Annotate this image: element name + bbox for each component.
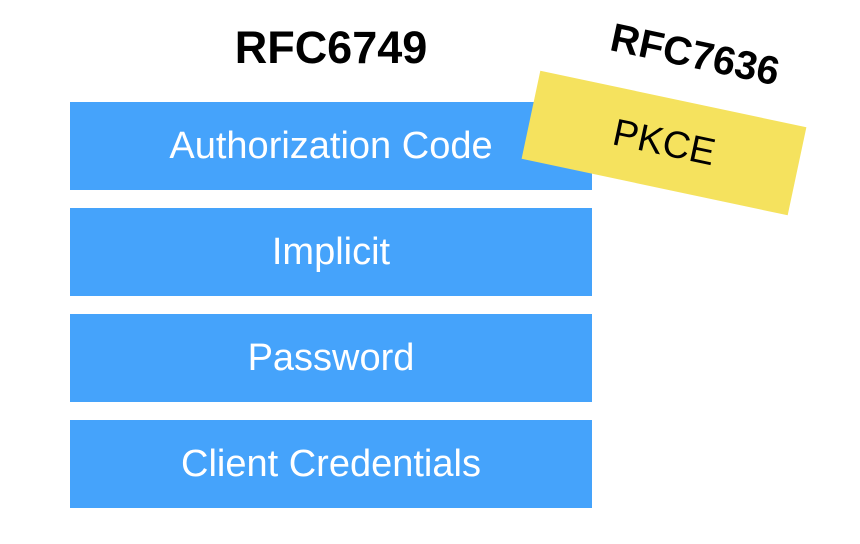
grant-authorization-code: Authorization Code: [70, 102, 592, 190]
grant-label: Implicit: [271, 230, 391, 273]
grant-password: Password: [70, 314, 592, 402]
pkce-label: PKCE: [609, 111, 720, 174]
grant-label: Client Credentials: [181, 442, 481, 485]
grant-client-credentials: Client Credentials: [70, 420, 592, 508]
grant-label: Password: [247, 336, 415, 379]
rfc6749-title: RFC6749: [234, 22, 428, 73]
grant-implicit: Implicit: [70, 208, 592, 296]
grant-label: Authorization Code: [169, 124, 493, 167]
